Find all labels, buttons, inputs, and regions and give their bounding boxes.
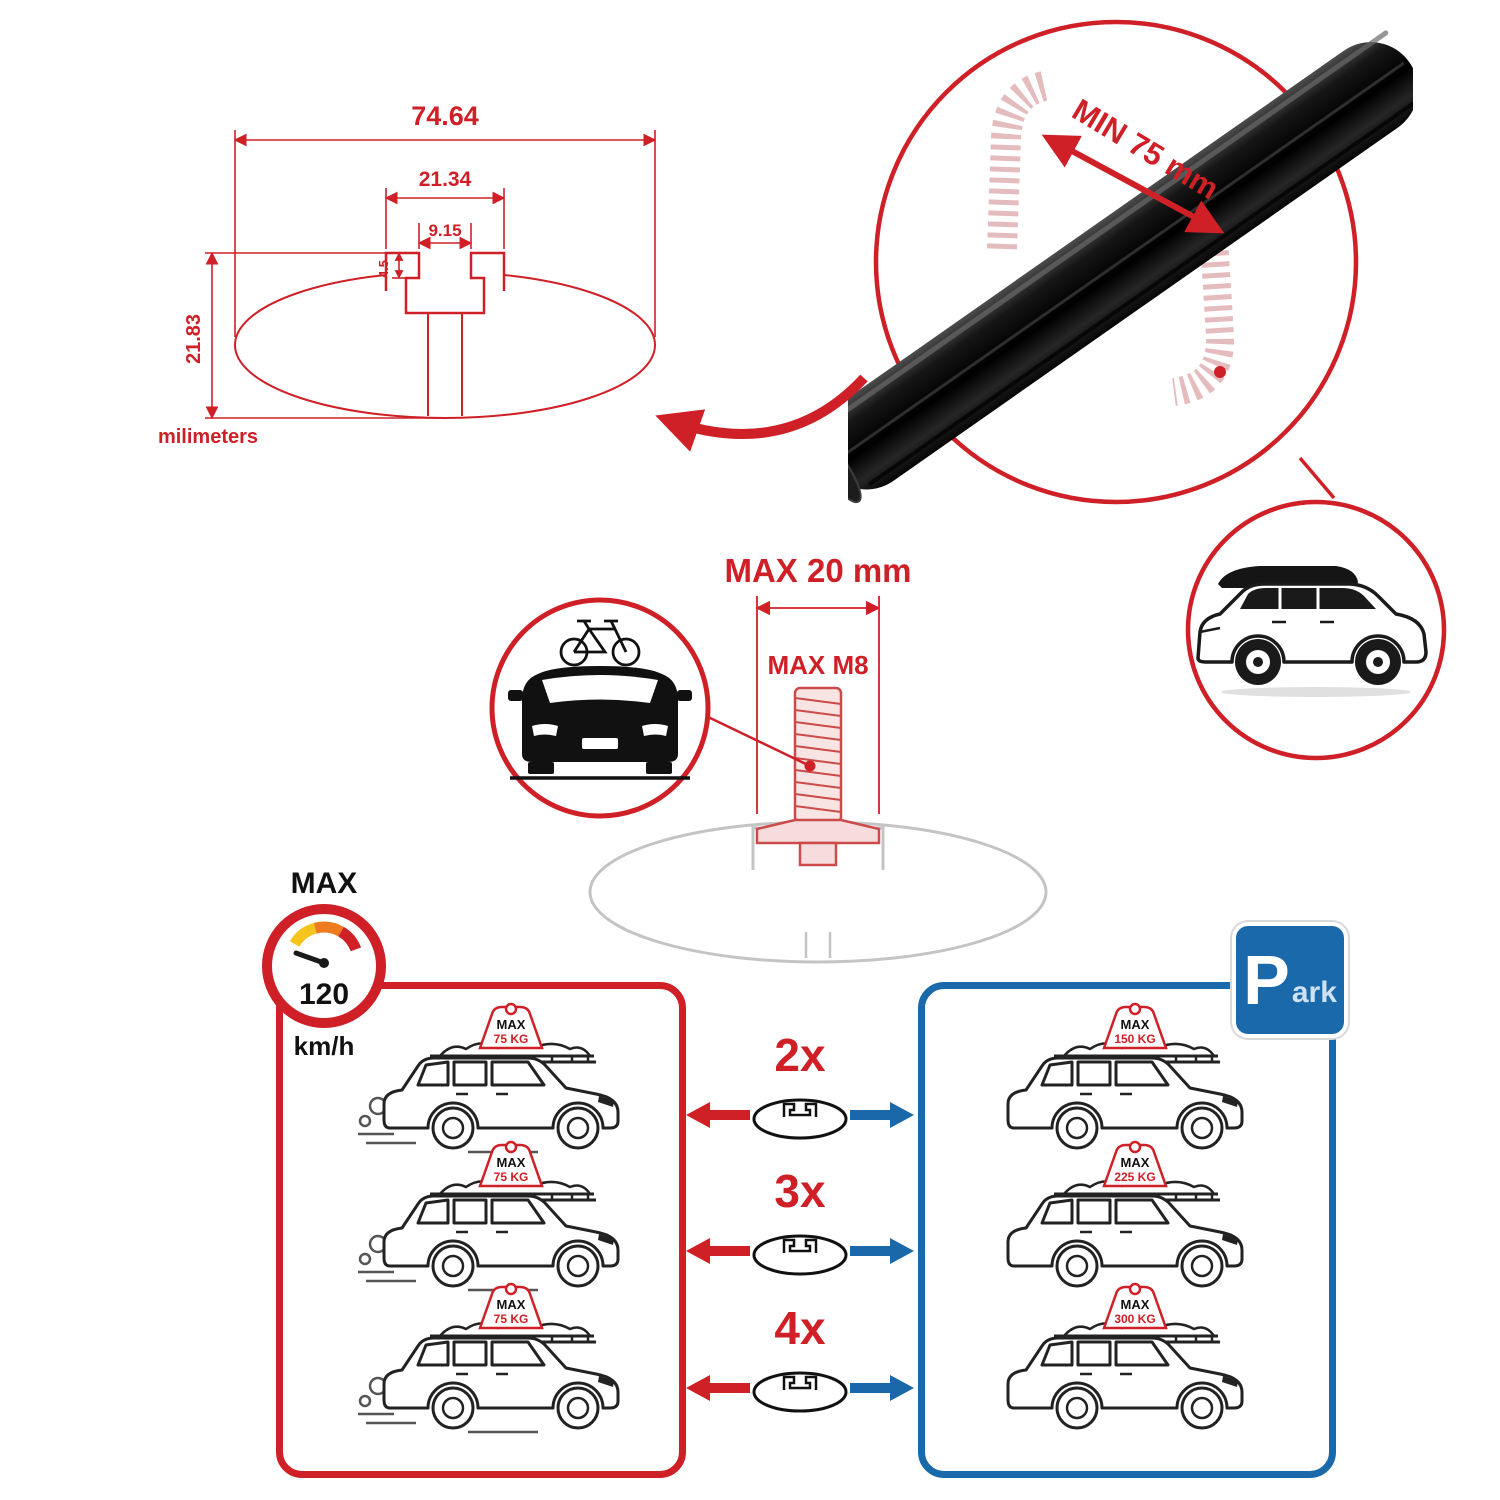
parked-load-panel xyxy=(918,982,1336,1478)
motion-lines xyxy=(358,1376,538,1434)
car-body xyxy=(1006,1336,1244,1410)
tag-weight-label: 75 KG xyxy=(494,1312,529,1326)
car-illustration-parked-1: MAX 150 KG xyxy=(1006,1002,1244,1150)
profile-t-slot xyxy=(384,251,506,315)
bicycle-icon xyxy=(559,619,641,667)
car-body xyxy=(382,1056,620,1130)
speed-max-label: MAX xyxy=(290,867,358,900)
arrow-left-icon xyxy=(686,1102,710,1128)
suv-roofbox-circle xyxy=(1185,499,1447,761)
dim-slot-depth: 4.5 xyxy=(376,260,391,278)
tag-weight-label: 225 KG xyxy=(1114,1170,1155,1184)
tag-max-label: MAX xyxy=(497,1297,526,1312)
bolt-leader-line xyxy=(705,714,811,768)
arrow-right-icon xyxy=(890,1375,914,1401)
car-front-icon xyxy=(508,666,692,780)
speedometer: MAX 120 km/h xyxy=(256,868,392,1062)
profile-icon xyxy=(752,1234,848,1276)
min-span-arrow xyxy=(1041,134,1225,234)
clamp-point-dot xyxy=(1214,366,1226,378)
tag-weight-label: 75 KG xyxy=(494,1032,529,1046)
wheels xyxy=(1055,1106,1224,1150)
park-sign-p: P xyxy=(1243,941,1290,1019)
bolt-max-thread-label: MAX M8 xyxy=(767,650,868,680)
connector-line xyxy=(1298,456,1336,500)
car-body xyxy=(382,1194,620,1268)
load-tag: MAX 75 KG xyxy=(478,1002,544,1050)
car-illustration-parked-3: MAX 300 KG xyxy=(1006,1282,1244,1430)
multiplier-label: 2x xyxy=(774,1029,826,1081)
load-tag: MAX 75 KG xyxy=(478,1282,544,1330)
tag-max-label: MAX xyxy=(497,1017,526,1032)
bolt-leader-dot xyxy=(804,760,816,772)
dim-total-height: 21.83 xyxy=(183,314,205,364)
dimension-lines xyxy=(205,130,657,420)
wheels xyxy=(1055,1386,1224,1430)
dim-slot-width: 9.15 xyxy=(428,221,461,240)
arrow-right-icon xyxy=(890,1102,914,1128)
bolt-max-width-label: MAX 20 mm xyxy=(724,552,911,589)
crossbar xyxy=(848,30,1413,504)
load-tag: MAX 225 KG xyxy=(1102,1140,1168,1188)
load-tag: MAX 300 KG xyxy=(1102,1282,1168,1330)
bar-count-icon xyxy=(686,1371,914,1413)
car-body xyxy=(382,1336,620,1410)
pointer-arrow xyxy=(655,374,868,452)
tag-weight-label: 300 KG xyxy=(1114,1312,1155,1326)
wheels xyxy=(431,1386,600,1430)
profile-icon xyxy=(752,1371,848,1413)
speed-value: 120 xyxy=(299,978,349,1011)
dim-channel-width: 21.34 xyxy=(419,168,472,191)
wheels xyxy=(431,1244,600,1288)
wheels xyxy=(1055,1244,1224,1288)
clamp-ghost-right xyxy=(1171,239,1235,406)
detail-circle-outline xyxy=(873,19,1359,505)
car-illustration-moving-2: MAX 75 KG xyxy=(358,1140,620,1292)
bolt-diagram: MAX 20 mm MAX M8 xyxy=(489,552,1048,964)
dim-units-label: milimeters xyxy=(158,426,258,448)
profile-icon xyxy=(752,1098,848,1140)
multiplier-label: 4x xyxy=(774,1302,826,1354)
multiplier-row-2x: 2x xyxy=(684,1032,916,1151)
car-illustration-moving-3: MAX 75 KG xyxy=(358,1282,620,1434)
tag-max-label: MAX xyxy=(1121,1017,1150,1032)
arrow-right-icon xyxy=(890,1238,914,1264)
arrow-left-icon xyxy=(686,1238,710,1264)
park-sign: P ark xyxy=(1232,922,1348,1038)
tag-max-label: MAX xyxy=(1121,1297,1150,1312)
multiplier-row-3x: 3x xyxy=(684,1168,916,1287)
bolt-dimension-lines xyxy=(755,596,881,814)
car-illustration-parked-2: MAX 225 KG xyxy=(1006,1140,1244,1288)
car-illustration-moving-1: MAX 75 KG xyxy=(358,1002,620,1154)
park-sign-ark: ark xyxy=(1291,976,1337,1009)
multiplier-label: 3x xyxy=(774,1165,826,1217)
dim-total-width: 74.64 xyxy=(411,101,479,131)
car-body xyxy=(1006,1056,1244,1130)
car-body xyxy=(1006,1194,1244,1268)
driving-load-panel xyxy=(276,982,686,1478)
tag-max-label: MAX xyxy=(497,1155,526,1170)
tag-max-label: MAX xyxy=(1121,1155,1150,1170)
tag-weight-label: 75 KG xyxy=(494,1170,529,1184)
multiplier-row-4x: 4x xyxy=(684,1305,916,1424)
t-bolt xyxy=(755,686,881,867)
bar-count-icon xyxy=(686,1234,914,1276)
suv-with-roofbox xyxy=(1196,566,1428,697)
clamp-ghost-left xyxy=(987,71,1049,251)
crossbar-detail-circle: MIN 75 mm xyxy=(848,19,1413,505)
tag-weight-label: 150 KG xyxy=(1114,1032,1155,1046)
dimension-diagram: 74.64 21.34 9.15 4.5 21.83 milimeters xyxy=(158,101,657,448)
wheels xyxy=(431,1106,600,1150)
speedometer-gauge: 120 xyxy=(262,903,386,1028)
profile-web-lines xyxy=(427,313,463,416)
arrow-left-icon xyxy=(686,1375,710,1401)
load-tag: MAX 150 KG xyxy=(1102,1002,1168,1050)
speed-unit-label: km/h xyxy=(293,1030,355,1061)
bar-count-icon xyxy=(686,1098,914,1140)
load-tag: MAX 75 KG xyxy=(478,1140,544,1188)
